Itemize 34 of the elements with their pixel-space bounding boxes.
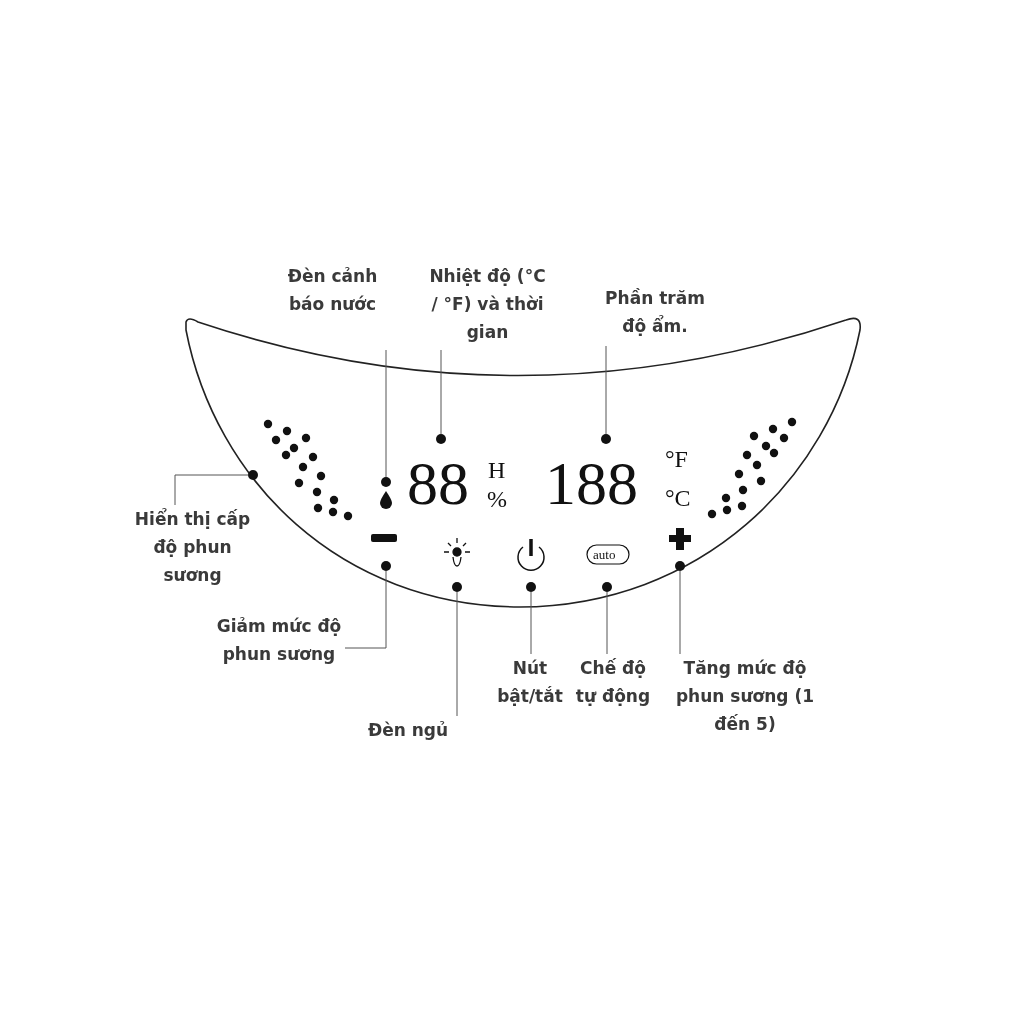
leader-line [530, 591, 532, 655]
callout-label: Đèn cảnh báo nước [285, 262, 380, 318]
callout-dot [381, 477, 391, 487]
callout-dot [436, 434, 446, 444]
leader-line [440, 349, 442, 435]
unit-symbol: H [488, 458, 506, 482]
auto-label: auto [593, 548, 616, 561]
callout-dot [601, 434, 611, 444]
leader-line [385, 349, 387, 478]
callout-label: Giảm mức độ phun sương [215, 612, 343, 668]
callout-dot [248, 470, 258, 480]
callout-label: Hiển thị cấp độ phun sương [125, 505, 260, 589]
leader-line [174, 474, 249, 506]
callout-label: Nhiệt độ (°C / °F) và thời gian [425, 262, 550, 346]
callout-dot [452, 582, 462, 592]
leader-line [456, 591, 458, 717]
leader-line [605, 345, 607, 435]
display-digits: 188 [545, 452, 638, 514]
callout-dot [526, 582, 536, 592]
callout-label: Đèn ngủ [360, 716, 456, 744]
callout-label: Chế độ tự động [572, 654, 654, 710]
display-digits: 88 [407, 452, 469, 514]
unit-symbol: °C [665, 486, 691, 510]
callout-label: Tăng mức độ phun sương (1 đến 5) [670, 654, 820, 738]
callout-label: Phần trăm độ ẩm. [595, 284, 715, 340]
callout-dot [675, 561, 685, 571]
leader-line [344, 570, 387, 649]
callout-dot [381, 561, 391, 571]
unit-symbol: °F [665, 447, 688, 471]
callout-dot [602, 582, 612, 592]
callout-label: Nút bật/tắt [490, 654, 570, 710]
leader-line [606, 591, 608, 655]
unit-symbol: % [487, 487, 507, 511]
leader-line [679, 570, 681, 655]
